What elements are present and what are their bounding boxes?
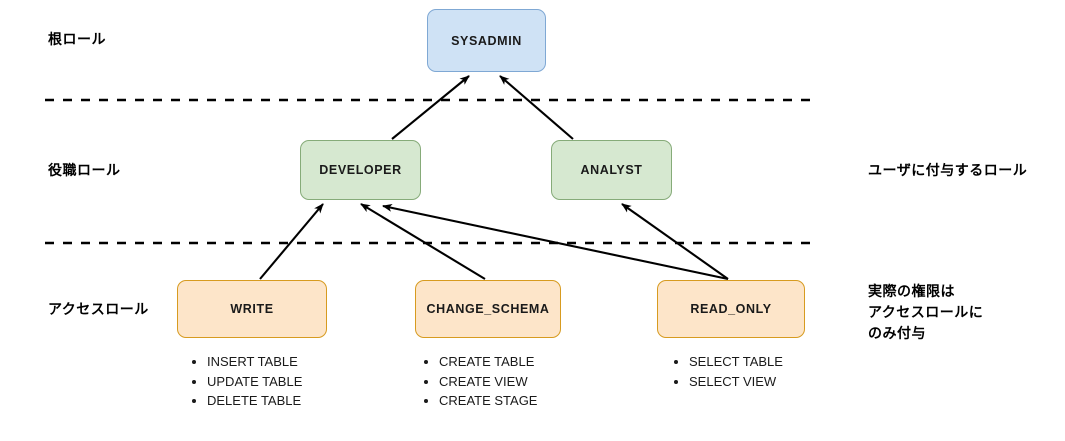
privilege-item: UPDATE TABLE (207, 372, 302, 392)
side-note-access-line-2: アクセスロールに (868, 304, 984, 320)
privilege-item: SELECT VIEW (689, 372, 783, 392)
node-change-schema[interactable]: CHANGE_SCHEMA (415, 280, 561, 338)
node-developer[interactable]: DEVELOPER (300, 140, 421, 200)
privilege-item: CREATE TABLE (439, 352, 537, 372)
privilege-list-change-schema: CREATE TABLECREATE VIEWCREATE STAGE (422, 352, 537, 411)
edge-write-to-developer (259, 203, 324, 280)
edge-developer-to-sysadmin (391, 75, 470, 140)
privilege-item: CREATE VIEW (439, 372, 537, 392)
privilege-item: SELECT TABLE (689, 352, 783, 372)
side-note-access-line-1: 実際の権限は (868, 283, 955, 299)
tier-label-job: 役職ロール (48, 162, 121, 178)
privilege-list-write: INSERT TABLEUPDATE TABLEDELETE TABLE (190, 352, 302, 411)
edge-changeschema-to-developer (360, 203, 486, 280)
node-write[interactable]: WRITE (177, 280, 327, 338)
tier-label-root: 根ロール (48, 31, 106, 47)
node-analyst[interactable]: ANALYST (551, 140, 672, 200)
edge-readonly-to-analyst (621, 203, 729, 280)
privilege-item: DELETE TABLE (207, 391, 302, 411)
privilege-list-read-only: SELECT TABLESELECT VIEW (672, 352, 783, 391)
tier-label-access: アクセスロール (48, 301, 149, 317)
privilege-item: CREATE STAGE (439, 391, 537, 411)
side-note-access: 実際の権限は アクセスロールに のみ付与 (868, 281, 983, 344)
side-note-job: ユーザに付与するロール (868, 162, 1028, 178)
edge-readonly-to-developer (382, 203, 729, 281)
edge-analyst-to-sysadmin (499, 75, 574, 140)
privilege-item: INSERT TABLE (207, 352, 302, 372)
side-note-access-line-3: のみ付与 (868, 325, 926, 341)
node-read-only[interactable]: READ_ONLY (657, 280, 805, 338)
node-sysadmin[interactable]: SYSADMIN (427, 9, 546, 72)
